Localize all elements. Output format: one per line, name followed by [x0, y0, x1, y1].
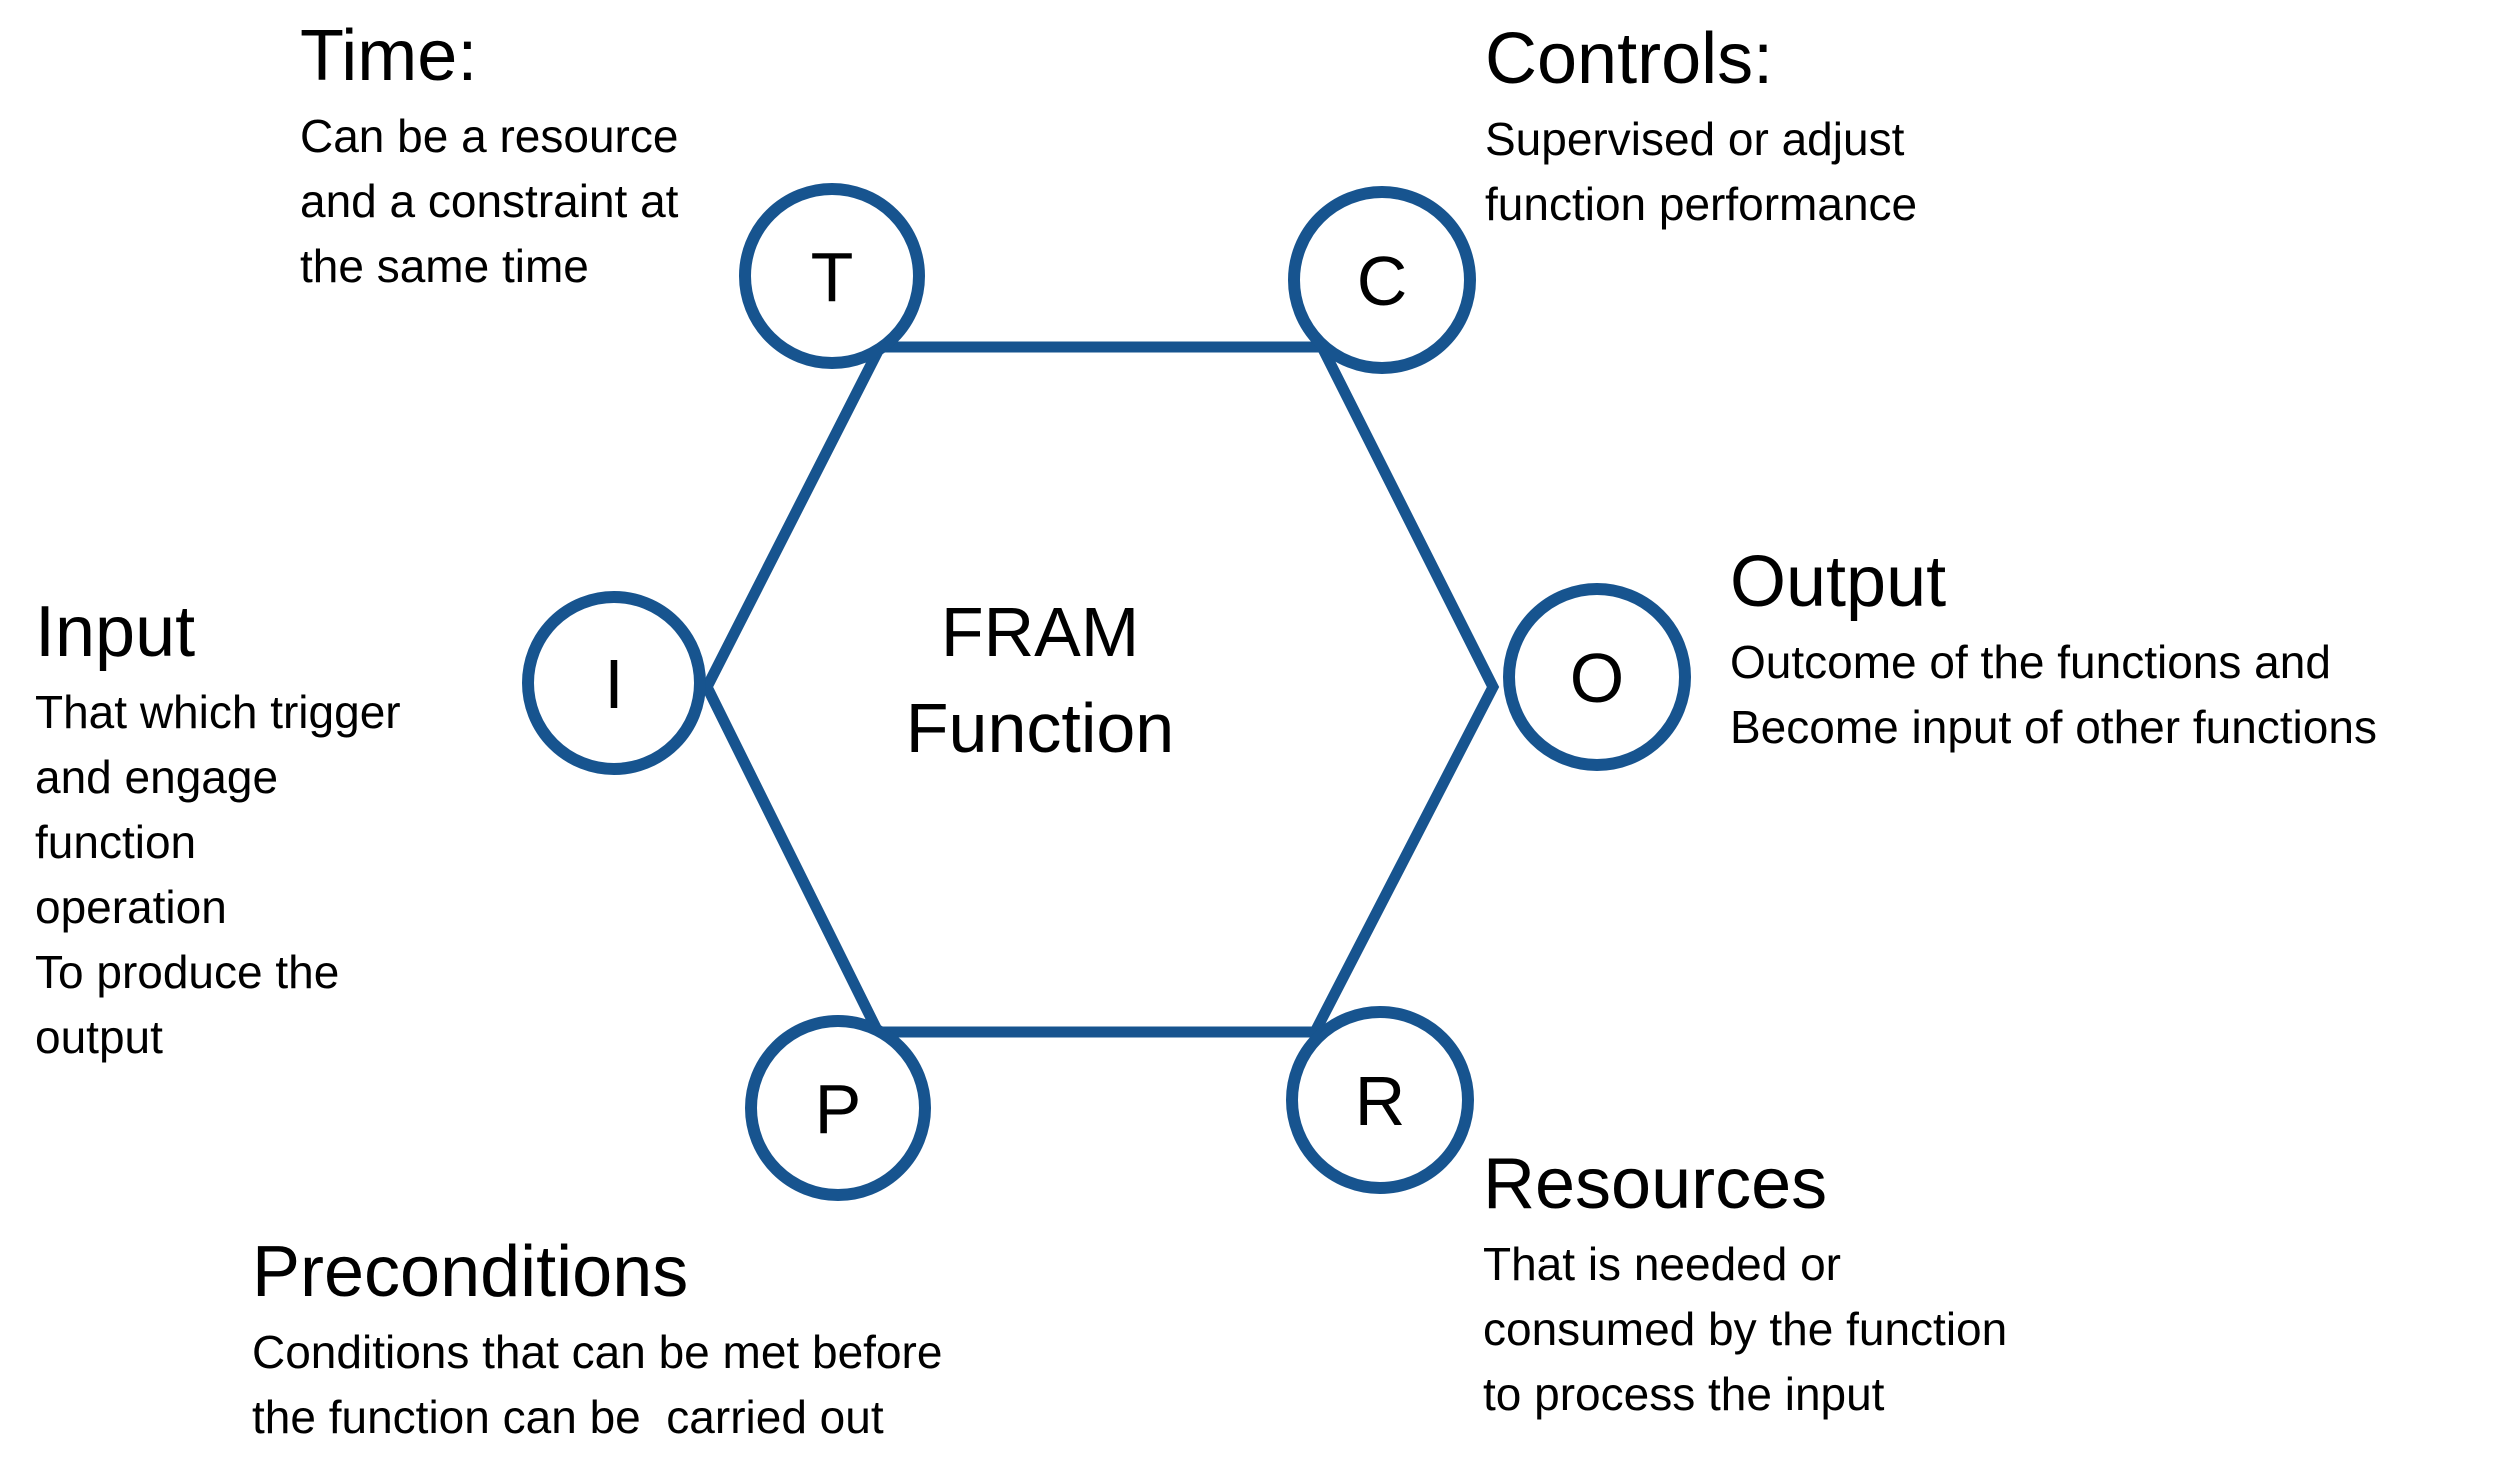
node-resources-circle — [1286, 1006, 1474, 1194]
center-label: FRAM Function — [740, 584, 1340, 776]
output-heading: Output — [1730, 542, 1947, 622]
controls-description-line: function performance — [1485, 178, 1918, 230]
node-controls-circle — [1288, 186, 1476, 374]
output-label-block: Output Outcome of the functions and Beco… — [1730, 534, 2377, 760]
input-description-line: To produce the — [35, 946, 340, 998]
time-label-block: Time: Can be a resource and a constraint… — [300, 8, 678, 299]
input-label-block: Input That which trigger and engage func… — [35, 584, 401, 1070]
resources-description-line: consumed by the function — [1483, 1303, 2008, 1355]
input-heading: Input — [35, 592, 196, 672]
resources-heading: Resources — [1483, 1144, 1828, 1224]
input-description-line: and engage — [35, 751, 279, 803]
center-label-line2: Function — [905, 689, 1175, 767]
preconditions-description-line: the function can be carried out — [252, 1391, 884, 1443]
time-description-line: and a constraint at — [300, 175, 679, 227]
node-resources-letter: R — [1355, 1062, 1406, 1140]
node-time-circle — [739, 183, 925, 369]
center-label-line1: FRAM — [940, 593, 1140, 671]
controls-label-block: Controls: Supervised or adjust function … — [1485, 11, 1917, 237]
preconditions-heading: Preconditions — [252, 1232, 689, 1312]
node-input-circle — [522, 591, 706, 775]
time-heading: Time: — [300, 16, 478, 96]
node-output-letter: O — [1570, 639, 1624, 717]
controls-description-line: Supervised or adjust — [1485, 113, 1905, 165]
node-preconditions-letter: P — [815, 1070, 862, 1148]
resources-description-line: That is needed or — [1483, 1238, 1842, 1290]
time-description-line: Can be a resource — [300, 110, 679, 162]
input-description-line: operation — [35, 881, 227, 933]
node-preconditions-circle — [745, 1015, 931, 1201]
preconditions-description-line: Conditions that can be met before — [252, 1326, 943, 1378]
resources-label-block: Resources That is needed or consumed by … — [1483, 1136, 2007, 1427]
controls-heading: Controls: — [1485, 19, 1774, 99]
input-description-line: function — [35, 816, 197, 868]
node-input-letter: I — [604, 645, 623, 723]
preconditions-label-block: Preconditions Conditions that can be met… — [252, 1224, 942, 1450]
resources-description-line: to process the input — [1483, 1368, 1885, 1420]
node-controls-letter: C — [1357, 242, 1408, 320]
node-time-letter: T — [811, 238, 854, 316]
output-description-line: Outcome of the functions and — [1730, 636, 2331, 688]
output-description-line: Become input of other functions — [1730, 701, 2377, 753]
time-description-line: the same time — [300, 240, 589, 292]
input-description-line: That which trigger — [35, 686, 401, 738]
input-description-line: output — [35, 1011, 163, 1063]
node-output-circle — [1503, 583, 1691, 771]
